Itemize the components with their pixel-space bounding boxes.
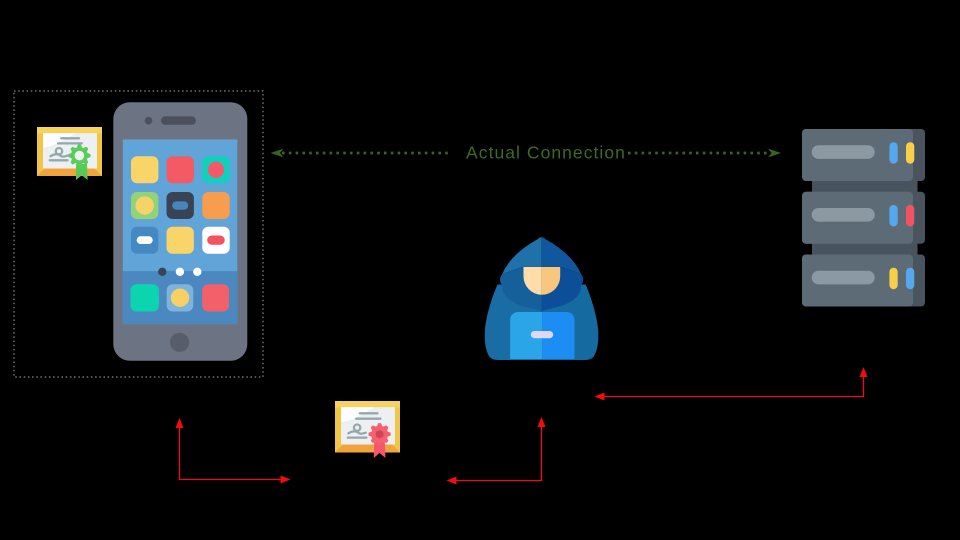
svg-text:Actual Connection: Actual Connection <box>466 143 626 163</box>
